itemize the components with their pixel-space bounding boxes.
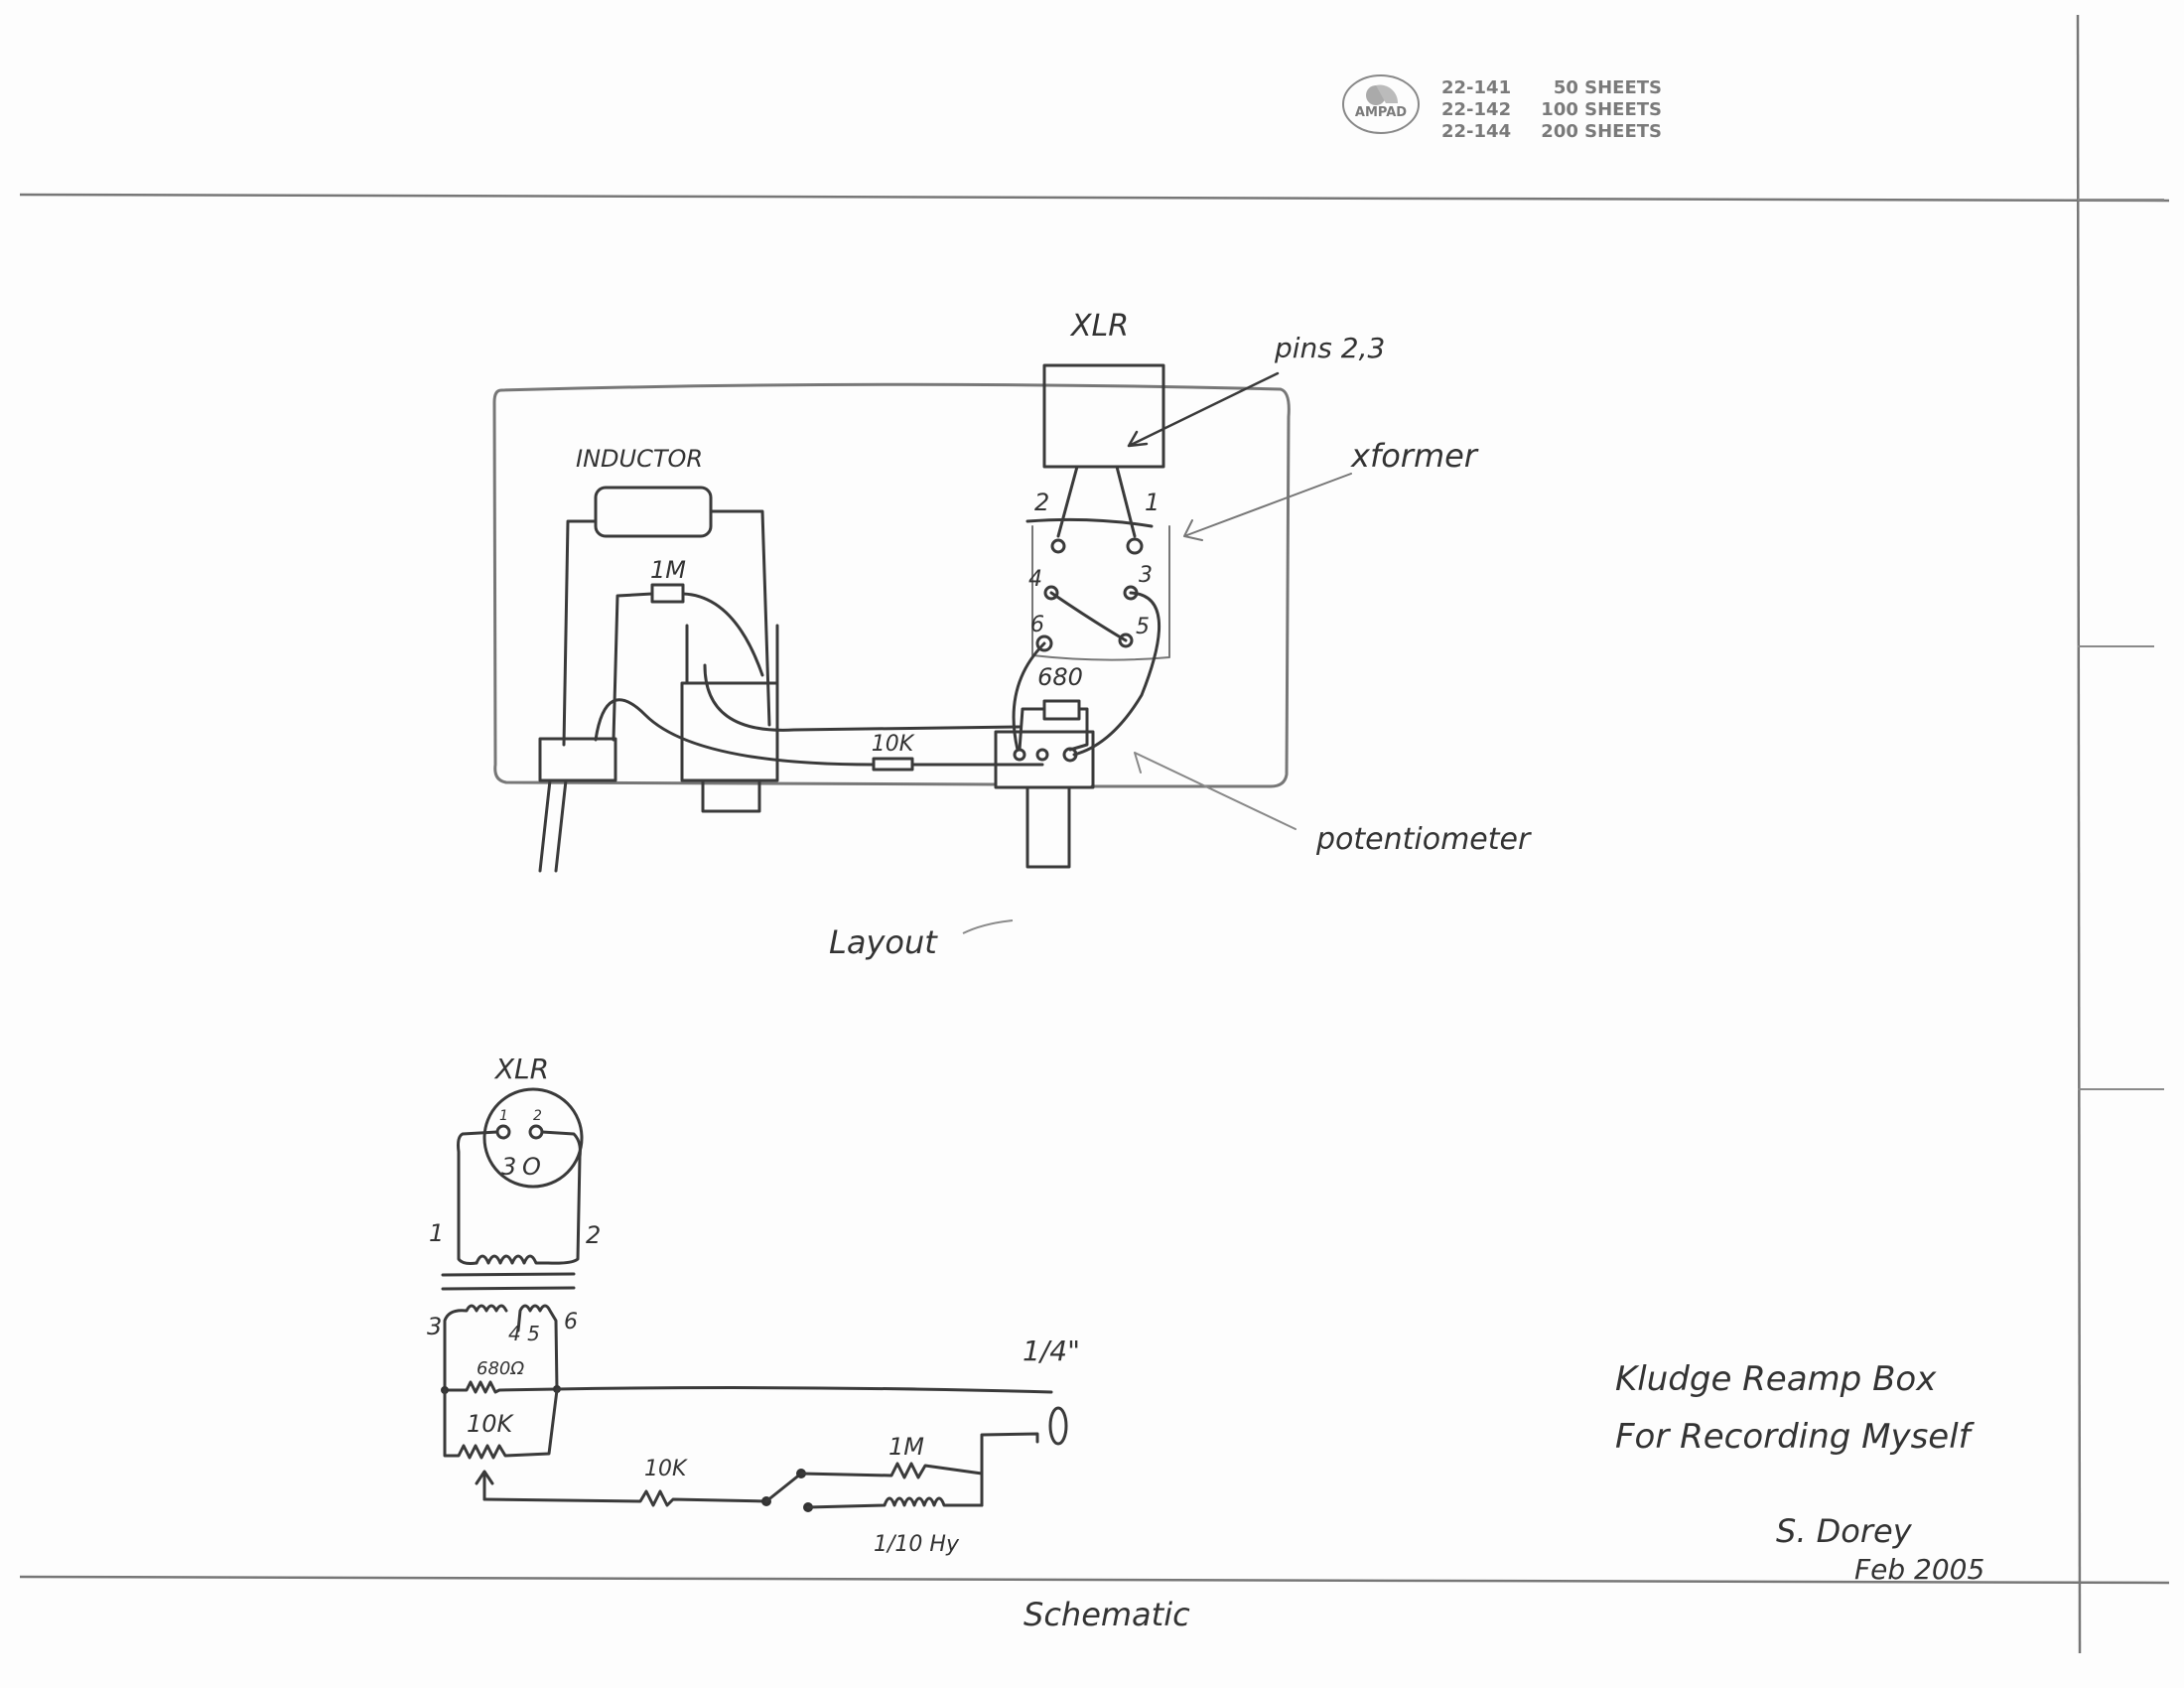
product-sheets: 100 SHEETS bbox=[1541, 99, 1662, 120]
schematic-drawing: XLR 1 2 3 O 1 2 3 6 4 5 680Ω 10K 1/4" 10… bbox=[427, 1053, 1190, 1633]
cable bbox=[538, 778, 568, 873]
res-1m-label: 1M bbox=[888, 1433, 924, 1461]
transformer-outline bbox=[1031, 525, 1170, 661]
resistor-1m bbox=[650, 583, 685, 604]
xlr-label: XLR bbox=[1069, 309, 1129, 344]
resistor-10k bbox=[482, 1489, 768, 1507]
res-1m-label: 1M bbox=[650, 556, 686, 584]
arrow-icon bbox=[1183, 473, 1352, 541]
layout-drawing: XLR pins 2,3 2 1 4 3 6 5 xformer 680 pot… bbox=[492, 309, 1532, 961]
arrow-icon bbox=[1127, 371, 1280, 448]
resistor-680 bbox=[443, 1380, 559, 1394]
res-680-label: 680 bbox=[1037, 663, 1083, 691]
resistor-10k bbox=[872, 757, 914, 772]
product-code: 22-142 bbox=[1441, 99, 1511, 120]
schematic-caption: Schematic bbox=[1024, 1596, 1190, 1633]
schematic-xlr-label: XLR bbox=[493, 1053, 549, 1085]
secondary-pin-label: 6 bbox=[564, 1310, 578, 1335]
primary-pin-label: 1 bbox=[429, 1219, 444, 1247]
xformer-note: xformer bbox=[1350, 437, 1479, 475]
jack-nut bbox=[701, 778, 761, 813]
inductor bbox=[594, 486, 713, 538]
res-680-label: 680Ω bbox=[477, 1358, 524, 1379]
xlr-pin-label: 2 bbox=[533, 1108, 542, 1124]
resistor-1m bbox=[799, 1462, 984, 1479]
transformer-core bbox=[441, 1272, 576, 1277]
secondary-pin-label: 3 bbox=[427, 1313, 442, 1340]
title-line-1: Kludge Reamp Box bbox=[1615, 1359, 1937, 1399]
layout-wires bbox=[594, 663, 1044, 767]
primary-wires bbox=[457, 1130, 582, 1265]
xlr-connector bbox=[1042, 363, 1165, 469]
xlr-wires bbox=[1025, 465, 1154, 538]
xlr-ground-mark: O bbox=[522, 1153, 541, 1181]
jack-label: 1/4" bbox=[1023, 1335, 1080, 1367]
pin-label: 1 bbox=[1145, 489, 1160, 516]
pin-label: 5 bbox=[1136, 615, 1150, 639]
layout-caption: Layout bbox=[829, 923, 938, 961]
input-jack bbox=[538, 737, 617, 782]
inductor bbox=[806, 1496, 984, 1509]
inductor-label: INDUCTOR bbox=[576, 445, 703, 473]
pin-label: 4 bbox=[1028, 567, 1042, 592]
enclosure-outline bbox=[492, 382, 1291, 788]
xlr-pin-label: 3 bbox=[501, 1153, 516, 1181]
product-code: 22-144 bbox=[1441, 121, 1511, 142]
margin-rule bbox=[2076, 14, 2082, 1654]
bottom-rule bbox=[19, 1575, 2170, 1585]
quarter-inch-jack bbox=[680, 681, 779, 782]
pin-label: 2 bbox=[1034, 489, 1049, 516]
potentiometer-10k bbox=[443, 1388, 559, 1460]
product-sheets: 200 SHEETS bbox=[1541, 121, 1662, 142]
top-rule bbox=[19, 193, 2170, 203]
sleeve-wire bbox=[980, 1432, 1039, 1507]
pot-10k-label: 10K bbox=[467, 1410, 515, 1438]
switch bbox=[764, 1472, 803, 1503]
potentiometer-shaft bbox=[1025, 785, 1071, 869]
quarter-inch-jack bbox=[1048, 1406, 1068, 1446]
transformer-wires bbox=[1012, 591, 1161, 757]
res-1m-wires bbox=[612, 592, 764, 742]
title-line-2: For Recording Myself bbox=[1615, 1417, 1976, 1457]
date-text: Feb 2005 bbox=[1854, 1553, 1984, 1586]
arrow-icon bbox=[1134, 752, 1297, 830]
inductor-label: 1/10 Hy bbox=[874, 1532, 960, 1557]
product-sheets: 50 SHEETS bbox=[1554, 77, 1662, 98]
xlr-face bbox=[482, 1087, 584, 1189]
res-10k-label: 10K bbox=[644, 1457, 688, 1481]
xlr-pin-label: 1 bbox=[499, 1108, 508, 1124]
secondary-coil bbox=[443, 1304, 559, 1392]
ampad-logo: AMPAD bbox=[1342, 74, 1420, 134]
author-signature: S. Dorey bbox=[1776, 1512, 1913, 1550]
brand-text: AMPAD bbox=[1355, 105, 1407, 120]
secondary-pin-label: 4 5 bbox=[508, 1322, 540, 1345]
wiper-arrow-icon bbox=[475, 1470, 494, 1501]
pot-note: potentiometer bbox=[1315, 822, 1532, 857]
primary-pin-label: 2 bbox=[586, 1221, 601, 1249]
transformer-core bbox=[441, 1286, 576, 1291]
title-notes: Kludge Reamp Box For Recording Myself S.… bbox=[1615, 1359, 1984, 1586]
inductor-wires bbox=[562, 509, 771, 747]
product-list: 22-141 50 SHEETS 22-142 100 SHEETS 22-14… bbox=[1441, 77, 1662, 142]
pins-note: pins 2,3 bbox=[1274, 332, 1385, 364]
resistor-680 bbox=[1042, 699, 1081, 721]
primary-coil bbox=[475, 1254, 550, 1265]
pin-label: 6 bbox=[1030, 613, 1044, 637]
product-code: 22-141 bbox=[1441, 77, 1511, 98]
transformer-pins: 2 1 4 3 6 5 bbox=[1028, 489, 1160, 652]
tip-wire bbox=[555, 1386, 1053, 1394]
pin-label: 3 bbox=[1139, 563, 1153, 588]
res-10k-label: 10K bbox=[872, 732, 915, 757]
